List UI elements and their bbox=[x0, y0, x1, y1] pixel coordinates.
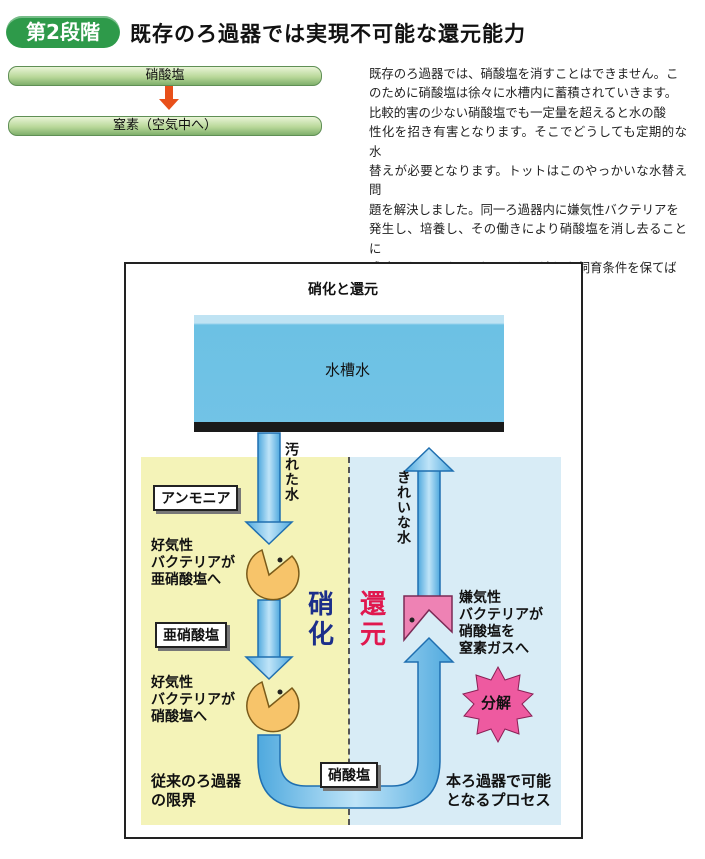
limit-caption: 従来のろ過器 の限界 bbox=[151, 772, 241, 810]
burst-icon bbox=[461, 665, 535, 744]
step2-text: 好気性 バクテリアが 硝酸塩へ bbox=[151, 675, 235, 726]
nitrate-label: 硝酸塩 bbox=[320, 762, 378, 788]
anaerobic-line: 窒素ガスへ bbox=[459, 641, 529, 657]
ammonia-label: アンモニア bbox=[153, 485, 239, 511]
anaerobic-text: 嫌気性 バクテリアが 硝酸塩を 窒素ガスへ bbox=[459, 590, 543, 658]
reduction-char: 還 bbox=[360, 590, 387, 620]
nitrification-label: 硝 化 bbox=[308, 590, 334, 650]
process-line: となるプロセス bbox=[446, 791, 551, 809]
reduction-char: 元 bbox=[360, 620, 387, 650]
anaerobic-bacteria-icon bbox=[403, 595, 453, 643]
step1-text: 好気性 バクテリアが 亜硝酸塩へ bbox=[151, 538, 235, 589]
nitrification-char: 硝 bbox=[308, 590, 335, 620]
description-line: 発生し、培養し、その働きにより硝酸塩を消し去ることに bbox=[369, 221, 687, 256]
process-line: 本ろ過器で可能 bbox=[446, 772, 552, 790]
limit-line: の限界 bbox=[151, 791, 197, 809]
nitrate-pill: 硝酸塩 bbox=[8, 66, 322, 86]
clean-water-label: きれいな水 bbox=[395, 470, 411, 545]
dirty-water-label: 汚れた水 bbox=[283, 442, 299, 502]
down-arrow-icon bbox=[244, 432, 294, 546]
nitrification-char: 化 bbox=[308, 620, 335, 650]
description-line: 題を解決しました。同一ろ過器内に嫌気性バクテリアを bbox=[369, 201, 679, 217]
page-title: 既存のろ過器では実現不可能な還元能力 bbox=[130, 22, 526, 46]
step1-line: 亜硝酸塩へ bbox=[151, 572, 221, 588]
reduction-panel bbox=[349, 457, 561, 825]
diagram-title: 硝化と還元 bbox=[308, 282, 378, 298]
step2-line: 硝酸塩へ bbox=[151, 709, 207, 725]
description-line: 替えが必要となります。トットはこのやっかいな水替え問 bbox=[369, 163, 687, 198]
tank-label: 水槽水 bbox=[325, 361, 371, 379]
panel-divider bbox=[348, 457, 350, 825]
step1-line: バクテリアが bbox=[151, 555, 235, 571]
step2-line: 好気性 bbox=[151, 675, 193, 691]
aerobic-bacteria-icon bbox=[246, 548, 300, 601]
description-line: 既存のろ過器では、硝酸塩を消すことはできません。こ bbox=[369, 66, 679, 81]
aquarium-tank bbox=[194, 315, 504, 432]
reduction-label: 還 元 bbox=[360, 590, 386, 650]
aerobic-bacteria-icon bbox=[246, 680, 300, 733]
limit-line: 従来のろ過器 bbox=[151, 772, 242, 790]
process-caption: 本ろ過器で可能 となるプロセス bbox=[446, 772, 551, 810]
step1-line: 好気性 bbox=[151, 538, 193, 554]
description-line: のために硝酸塩は徐々に水槽内に蓄積されていきます。 bbox=[369, 85, 678, 101]
nitrogen-pill: 窒素（空気中へ） bbox=[8, 116, 322, 136]
up-arrow-icon bbox=[403, 446, 455, 601]
anaerobic-line: バクテリアが bbox=[459, 607, 543, 623]
tank-bottom bbox=[194, 422, 504, 432]
anaerobic-line: 嫌気性 bbox=[459, 590, 501, 606]
step2-line: バクテリアが bbox=[151, 692, 235, 708]
anaerobic-line: 硝酸塩を bbox=[459, 624, 515, 640]
u-pipe-arrow-icon bbox=[257, 636, 455, 809]
description-line: 性化を招き有害となります。そこでどうしても定期的な水 bbox=[369, 124, 687, 159]
nitrite-label: 亜硝酸塩 bbox=[155, 622, 227, 648]
decompose-label: 分解 bbox=[481, 694, 512, 712]
stage-badge: 第2段階 bbox=[6, 16, 120, 48]
description-line: 比較的害の少ない硝酸塩でも一定量を超えると水の酸 bbox=[369, 104, 667, 120]
down-arrow-icon bbox=[244, 599, 294, 681]
